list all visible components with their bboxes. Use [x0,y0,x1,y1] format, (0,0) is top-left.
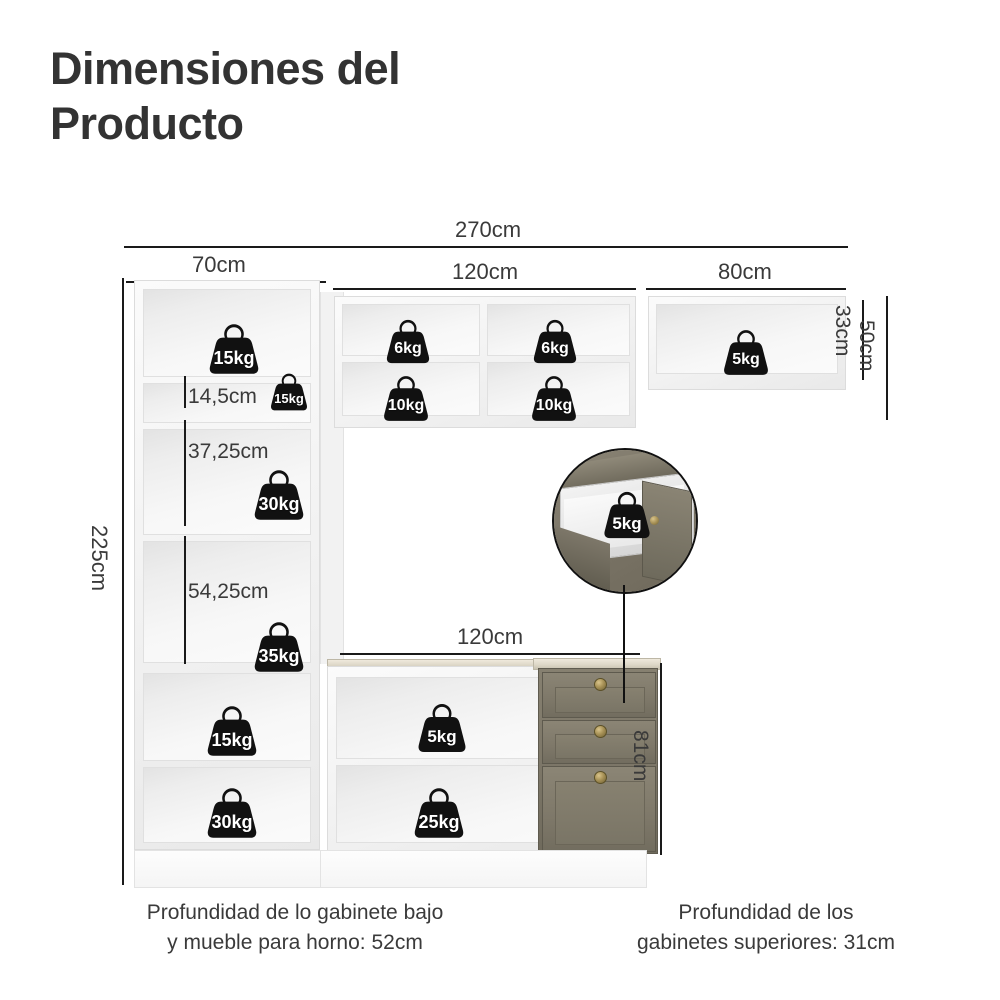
weight-badge-base-left-lower-label: 30kg [211,812,253,832]
weight-badge-base-center-lower-label: 25kg [418,812,460,832]
caption-upper-depth-line2: gabinetes superiores: 31cm [637,931,895,955]
dim-tick-shelf-c [184,536,186,664]
caption-lower-depth-line2: y mueble para horno: 52cm [167,931,423,955]
callout-drawer-knob [650,516,659,525]
page-title: Dimensiones del Producto [50,42,610,152]
weight-badge-upper-center-tr: 6kg [528,318,582,365]
weight-badge-left-mid-label: 30kg [258,494,300,514]
page-title-line1: Dimensiones del [50,43,401,94]
weight-badge-base-center-upper: 5kg [412,702,472,754]
caption-upper-depth: Profundidad de los gabinetes superiores:… [576,898,956,959]
plinth-left [134,850,322,888]
dim-label-upper-outer-height: 50cm [855,320,878,372]
drawer-face-top[interactable] [542,672,656,718]
weight-badge-drawer-detail-label: 5kg [612,514,642,533]
dim-label-upper-center-width: 120cm [452,259,519,284]
dim-label-upper-inner-height: 33cm [831,305,854,357]
drawer-detail-callout: 5kg [552,448,698,594]
weight-badge-base-left-upper: 15kg [201,704,263,758]
dim-line-total-width [124,246,848,248]
drawer-unit [538,668,658,854]
weight-badge-upper-right: 5kg [718,328,774,377]
caption-lower-depth: Profundidad de lo gabinete bajo y mueble… [95,898,495,959]
drawer-face-middle[interactable] [542,720,656,764]
weight-badge-upper-center-tl-label: 6kg [394,340,422,357]
weight-badge-left-top: 15kg [203,322,265,376]
drawer-knob-middle[interactable] [594,725,607,738]
dim-label-lower-center-width: 120cm [457,624,524,649]
weight-badge-upper-center-tl: 6kg [381,318,435,365]
drawer-face-bottom[interactable] [542,766,656,852]
dim-line-upper-outer-height [886,296,888,420]
weight-badge-left-low: 35kg [248,620,310,674]
dim-tick-shelf-b [184,420,186,526]
weight-badge-base-center-upper-label: 5kg [427,727,457,746]
caption-lower-depth-line1: Profundidad de lo gabinete bajo [146,901,444,924]
caption-upper-depth-line1: Profundidad de los [678,901,854,924]
weight-badge-base-center-lower: 25kg [408,786,470,840]
dim-label-upper-right-width: 80cm [718,259,772,284]
weight-badge-upper-center-tr-label: 6kg [541,340,569,357]
dim-label-shelf-b: 37,25cm [188,440,269,463]
dim-line-upper-right-width [646,288,846,290]
weight-badge-upper-center-br-label: 10kg [535,397,573,414]
dim-line-upper-center-width [333,288,636,290]
weight-badge-left-small-shelf-label: 15kg [274,391,304,406]
weight-badge-upper-center-br: 10kg [526,374,582,423]
dim-label-total-width: 270cm [455,217,522,242]
weight-badge-left-mid: 30kg [248,468,310,522]
page-title-line2: Producto [50,97,244,149]
dim-line-upper-inner-height [862,300,864,380]
weight-badge-left-low-label: 35kg [258,646,300,666]
weight-badge-left-small-shelf: 15kg [266,372,312,412]
dim-tick-shelf-a [184,376,186,408]
dim-label-shelf-c: 54,25cm [188,580,269,603]
callout-leader-line [623,585,625,703]
dim-label-left-column-width: 70cm [192,252,246,277]
weight-badge-upper-center-bl: 10kg [378,374,434,423]
drawer-inset-bottom [555,781,645,845]
weight-badge-base-left-lower: 30kg [201,786,263,840]
dim-label-total-height: 225cm [87,525,112,592]
weight-badge-base-left-upper-label: 15kg [211,730,253,750]
dim-line-lower-height [660,663,662,855]
drawer-knob-bottom[interactable] [594,771,607,784]
weight-badge-upper-right-label: 5kg [732,351,760,368]
drawer-knob-top[interactable] [594,678,607,691]
weight-badge-drawer-detail: 5kg [598,490,656,540]
weight-badge-left-top-label: 15kg [213,348,255,368]
dim-label-lower-height: 81cm [629,730,652,782]
dim-label-shelf-a: 14,5cm [188,385,257,408]
weight-badge-upper-center-bl-label: 10kg [387,397,425,414]
dim-line-total-height [122,278,124,885]
plinth-center [320,850,647,888]
dim-line-lower-center-width [340,653,640,655]
